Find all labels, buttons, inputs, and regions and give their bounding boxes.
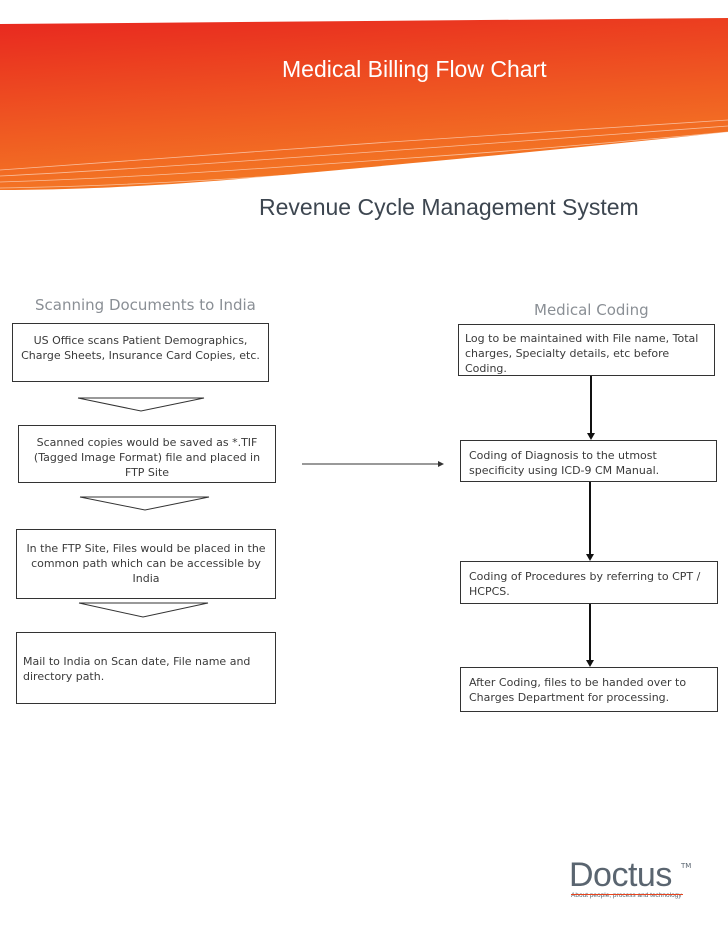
page-title: Medical Billing Flow Chart bbox=[282, 56, 547, 82]
right-step-1-text: Log to be maintained with File name, Tot… bbox=[465, 332, 699, 375]
left-step-2-box: Scanned copies would be saved as *.TIF (… bbox=[18, 425, 276, 483]
right-step-3-text: Coding of Procedures by referring to CPT… bbox=[469, 570, 701, 598]
logo-tagline: About people, process and technology bbox=[571, 892, 682, 899]
right-step-1-box: Log to be maintained with File name, Tot… bbox=[458, 324, 715, 376]
left-step-3-text: In the FTP Site, Files would be placed i… bbox=[26, 542, 266, 585]
left-step-1-box: US Office scans Patient Demographics, Ch… bbox=[12, 323, 269, 382]
right-step-3-box: Coding of Procedures by referring to CPT… bbox=[460, 561, 718, 604]
left-arrow-3 bbox=[78, 602, 209, 618]
logo-underline bbox=[571, 894, 683, 895]
left-arrow-1 bbox=[77, 397, 205, 412]
right-step-4-box: After Coding, files to be handed over to… bbox=[460, 667, 718, 712]
logo-wordmark: Doctus bbox=[569, 856, 672, 894]
left-step-4-box: Mail to India on Scan date, File name an… bbox=[16, 632, 276, 704]
doctus-logo: Doctus TM About people, process and tech… bbox=[569, 856, 691, 899]
right-step-2-box: Coding of Diagnosis to the utmost specif… bbox=[460, 440, 717, 482]
page-subtitle: Revenue Cycle Management System bbox=[259, 194, 639, 220]
left-column-heading: Scanning Documents to India bbox=[35, 296, 256, 314]
right-step-2-text: Coding of Diagnosis to the utmost specif… bbox=[469, 449, 660, 477]
left-arrow-2 bbox=[79, 496, 210, 511]
right-column-heading: Medical Coding bbox=[534, 301, 649, 319]
logo-trademark: TM bbox=[681, 862, 692, 870]
left-step-2-text: Scanned copies would be saved as *.TIF (… bbox=[33, 436, 261, 479]
left-step-3-box: In the FTP Site, Files would be placed i… bbox=[16, 529, 276, 599]
left-step-4-text: Mail to India on Scan date, File name an… bbox=[23, 655, 251, 683]
header-banner bbox=[0, 0, 728, 190]
right-step-4-text: After Coding, files to be handed over to… bbox=[469, 676, 687, 704]
left-step-1-text: US Office scans Patient Demographics, Ch… bbox=[21, 334, 260, 362]
